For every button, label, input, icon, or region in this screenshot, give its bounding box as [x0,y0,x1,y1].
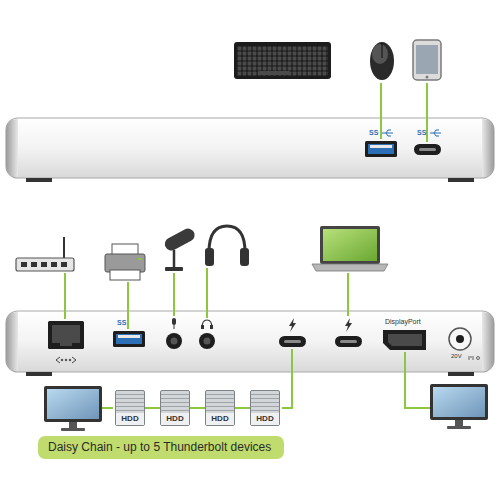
laptop-icon [312,226,388,271]
port-label: DisplayPort [385,318,421,326]
mouse-icon [370,42,394,80]
leader-lines-back [65,268,430,408]
daisy-chain-link [235,407,250,409]
hdd-box: HDD [115,390,145,426]
headphones-icon [205,226,249,266]
hdd-box: HDD [160,390,190,426]
daisy-chain-link [190,407,205,409]
tablet-icon [413,40,441,80]
monitor-icon [430,384,488,429]
usb-logo-text: SS [369,129,378,137]
drive-label: HDD [161,413,189,425]
dock-back-panel [6,311,494,376]
caption-badge: Daisy Chain - up to 5 Thunderbolt device… [38,436,284,459]
printer-icon [105,244,145,280]
drive-label: HDD [116,413,144,425]
leader-lines-front [381,83,427,142]
hdd-box: HDD [250,390,280,426]
daisy-chain-link [145,407,160,409]
usb-logo-text: SS [417,129,426,137]
microphone-icon [163,226,197,271]
monitor-icon [44,386,102,431]
power-rating: 20V [451,353,462,360]
dock-front-panel [6,118,494,326]
router-icon [16,237,74,271]
keyboard-icon [234,42,331,79]
usb-logo-text: SS [117,319,126,327]
caption-text: Daisy Chain - up to 5 Thunderbolt device… [48,440,274,455]
drive-label: HDD [251,413,279,425]
hdd-box: HDD [205,390,235,426]
drive-label: HDD [206,413,234,425]
